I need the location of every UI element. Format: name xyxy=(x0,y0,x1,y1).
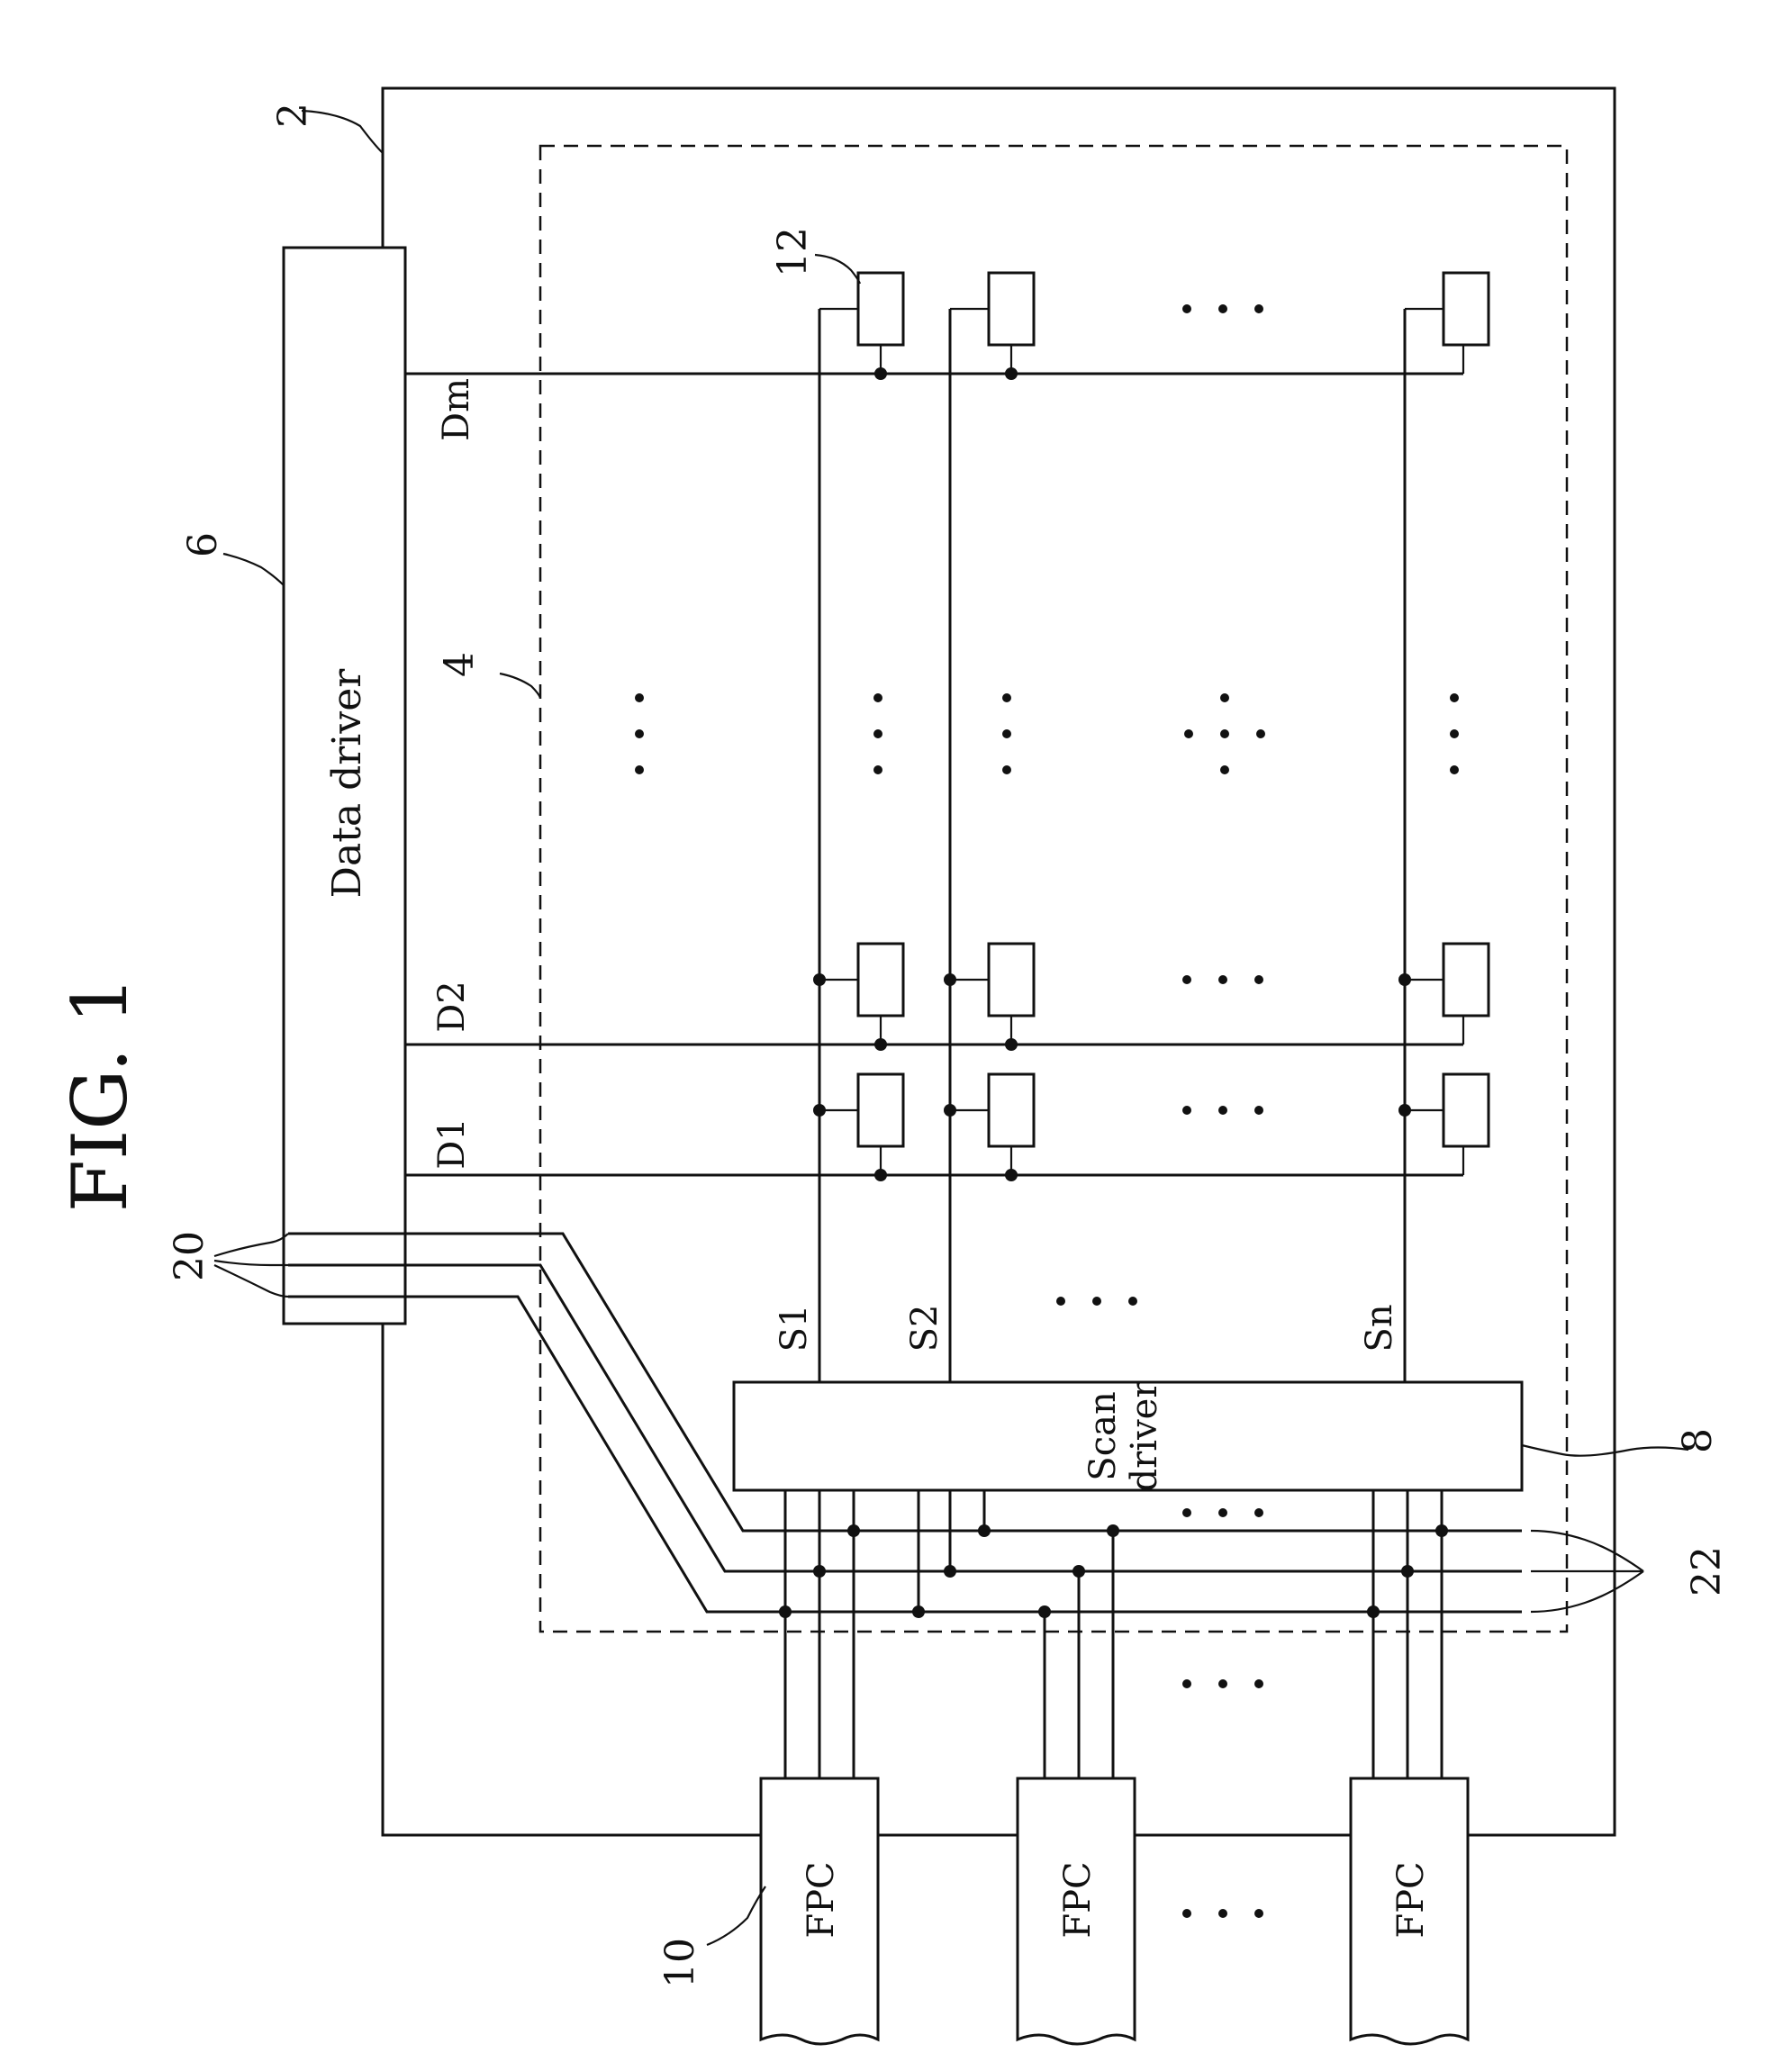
pixel-s1-d1 xyxy=(813,1074,903,1181)
fpc-wiring xyxy=(779,1490,1448,1778)
pixel-sn-d1 xyxy=(1398,1074,1489,1175)
ref-numeral-8: 8 xyxy=(1675,1428,1721,1453)
data-driver-label: Data driver xyxy=(324,668,370,899)
ref-numeral-20: 20 xyxy=(167,1231,213,1281)
ref-numeral-6: 6 xyxy=(180,532,226,557)
fpc-label-3: FPC xyxy=(1390,1861,1432,1938)
pixel-s1-d2 xyxy=(813,944,903,1051)
ref-numeral-10: 10 xyxy=(657,1938,703,1988)
pixel-s2-d1 xyxy=(944,1074,1034,1181)
ref-numeral-4: 4 xyxy=(437,652,483,677)
fpc-label-2: FPC xyxy=(1057,1861,1099,1938)
pixel-s2-dm xyxy=(950,273,1034,380)
scan-line-label-s2: S2 xyxy=(904,1305,946,1352)
pixel-sn-d2 xyxy=(1398,944,1489,1045)
scan-line-label-sn: Sn xyxy=(1359,1304,1400,1352)
figure-title: FIG. 1 xyxy=(56,976,144,1212)
ref-numeral-12: 12 xyxy=(770,227,816,277)
pixel-sn-dm xyxy=(1405,273,1489,374)
data-lines xyxy=(405,374,1463,1175)
pixel-s2-d2 xyxy=(944,944,1034,1051)
data-line-label-d1: D1 xyxy=(431,1117,473,1170)
ref-numeral-22: 22 xyxy=(1684,1546,1730,1596)
fpc-label-1: FPC xyxy=(801,1861,842,1938)
ref-numeral-2: 2 xyxy=(270,103,316,128)
fpc-blocks xyxy=(761,1778,1468,2044)
scan-line-label-s1: S1 xyxy=(774,1305,815,1352)
pixel-s1-dm xyxy=(819,273,903,380)
scan-lines xyxy=(819,309,1405,1382)
data-line-label-d2: D2 xyxy=(431,981,473,1033)
scan-driver-label-line2: driver xyxy=(1124,1380,1165,1492)
scan-driver-label-line1: Scan xyxy=(1082,1391,1124,1480)
data-line-label-dm: Dm xyxy=(436,378,477,441)
ellipsis-marks xyxy=(635,304,1459,1918)
